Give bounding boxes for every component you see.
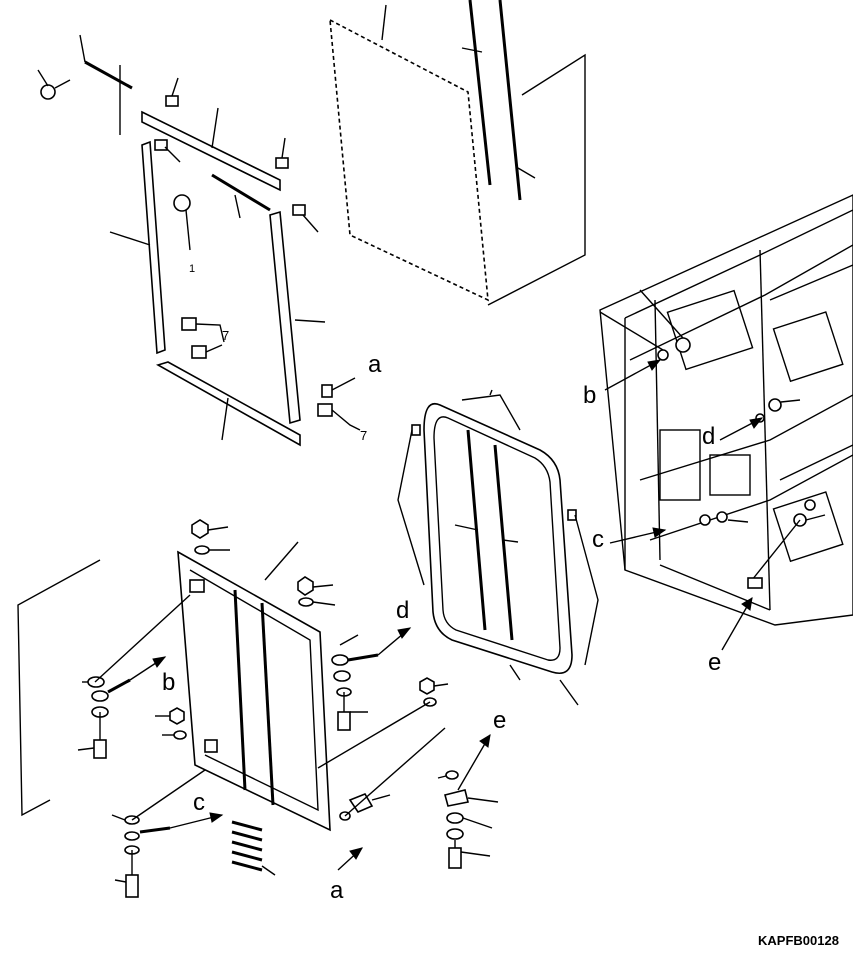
left-post [141,140,166,355]
callout-d-left: d [396,597,409,624]
label-one: 1 [189,263,195,275]
bolt-b [107,678,131,694]
upper-rail [141,110,281,192]
glass-strip-2 [493,444,514,641]
callout-b-left: b [162,669,175,696]
mount-block-2 [191,345,207,359]
callout-e-right: e [708,649,721,676]
label-seven-lower: 7 [360,428,367,443]
callout-a-bottom: a [330,877,344,904]
window-frame-group [397,389,599,706]
callout-d-right: d [702,423,715,450]
bolt-head [40,84,56,100]
clip-1 [165,95,179,107]
nut-1 [191,519,209,539]
lower-rail [155,361,301,447]
right-post [269,210,301,425]
louvre-set [231,820,276,876]
stud-bolt-top [84,60,133,90]
stud-bolt-middle [211,173,271,212]
mount-block-1 [181,317,197,331]
upper-frame-assembly: 1 7 7 a [37,34,382,447]
callout-b-right: b [583,382,596,409]
door-strip-2 [260,602,275,806]
window-seal [423,403,573,674]
callout-c-left: c [193,789,205,816]
cab-bolt-1 [675,337,691,353]
bolt-head-middle [173,194,191,212]
rod-1 [468,0,492,186]
e-spacer [444,789,469,807]
label-seven-upper: 7 [222,328,229,343]
cab-structure: b d c e [583,194,853,676]
mount-block-3 [317,403,333,417]
rod-2 [498,0,522,201]
gasket-panel [329,18,489,302]
drawing-code: KAPFB00128 [758,933,839,948]
door-strip-1 [233,589,247,791]
bolt-c [139,826,171,834]
clip-2 [275,157,289,169]
callout-c-right: c [592,526,604,553]
lower-door-panel: b c a d [17,519,506,904]
callout-e-left: e [493,707,506,734]
upper-panel-group [329,0,586,306]
callout-a-top: a [368,351,382,378]
